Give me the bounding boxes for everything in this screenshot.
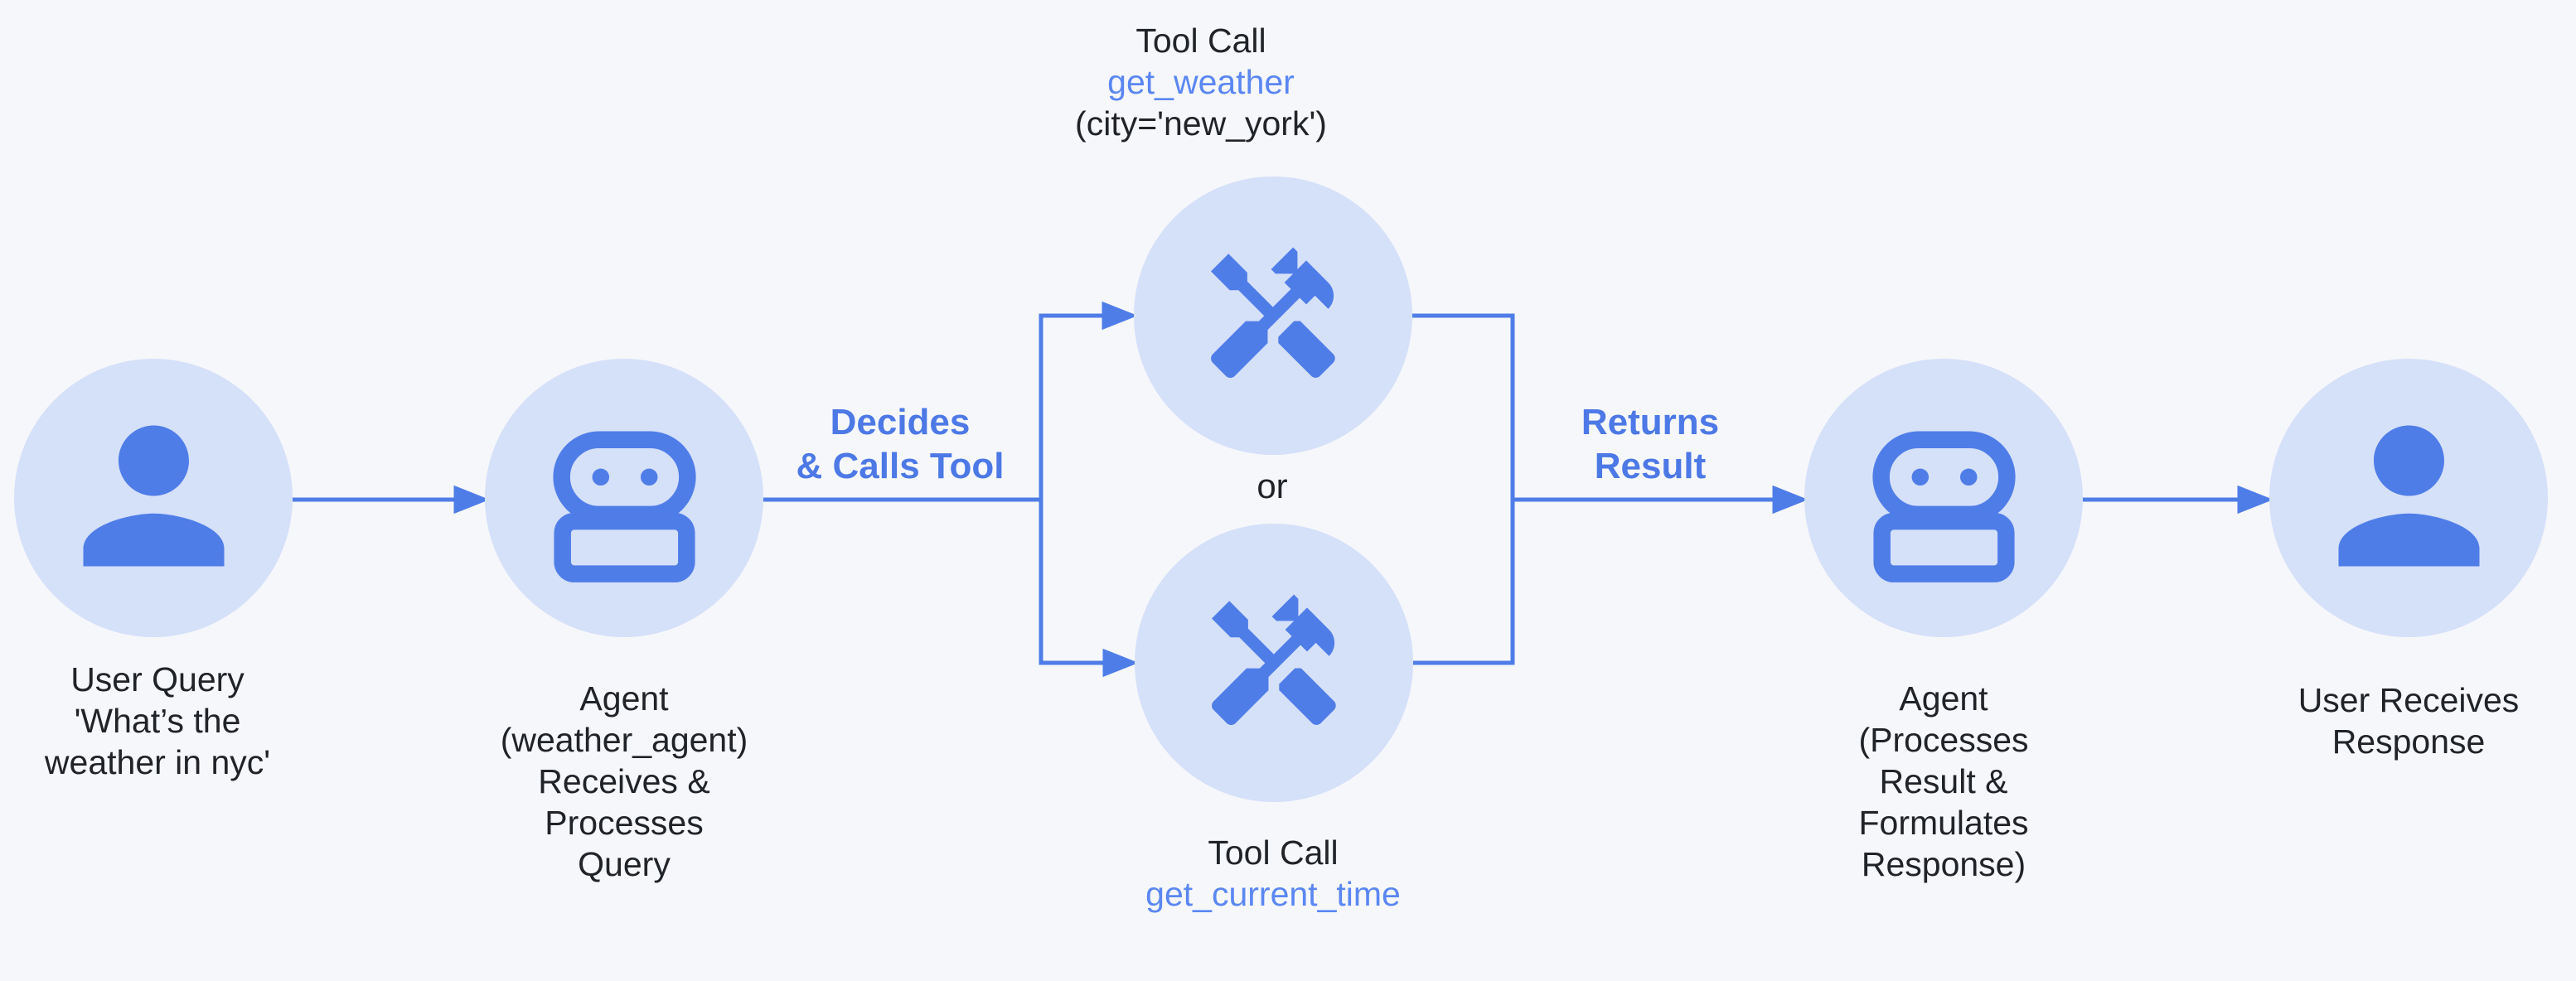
- arrowhead-agent-to-user: [2237, 485, 2273, 515]
- tool-weather-name: get_weather: [1107, 63, 1295, 101]
- tool-time-title: Tool Call: [1208, 834, 1339, 872]
- tool-weather-node: [1134, 176, 1412, 455]
- person-icon: [2338, 425, 2479, 566]
- handyman-icon: [1211, 247, 1335, 379]
- user-query-node: [14, 359, 293, 637]
- arrowhead-result-to-agent: [1772, 485, 1809, 515]
- or-label: or: [1257, 466, 1288, 505]
- tool-time-label: Tool Call get_current_time: [1145, 832, 1401, 915]
- arrowhead-tool-bottom: [1102, 648, 1139, 678]
- arrowhead-user-to-agent: [453, 485, 490, 515]
- person-icon: [83, 425, 224, 566]
- handyman-icon: [1212, 594, 1336, 726]
- agent-receives-node: [485, 359, 763, 637]
- tool-weather-label: Tool Call get_weather (city='new_york'): [1075, 20, 1327, 144]
- agent-responds-node: [1804, 359, 2083, 637]
- tool-time-node: [1135, 524, 1413, 802]
- decides-calls-tool-label: Decides& Calls Tool: [796, 402, 1005, 486]
- arrowhead-tool-top: [1102, 301, 1138, 331]
- robot-icon: [1871, 430, 2016, 582]
- tool-weather-args: (city='new_york'): [1075, 104, 1327, 143]
- user-response-node: [2269, 359, 2548, 637]
- tool-time-name: get_current_time: [1145, 875, 1401, 913]
- tool-weather-title: Tool Call: [1135, 22, 1266, 60]
- robot-icon: [552, 430, 696, 582]
